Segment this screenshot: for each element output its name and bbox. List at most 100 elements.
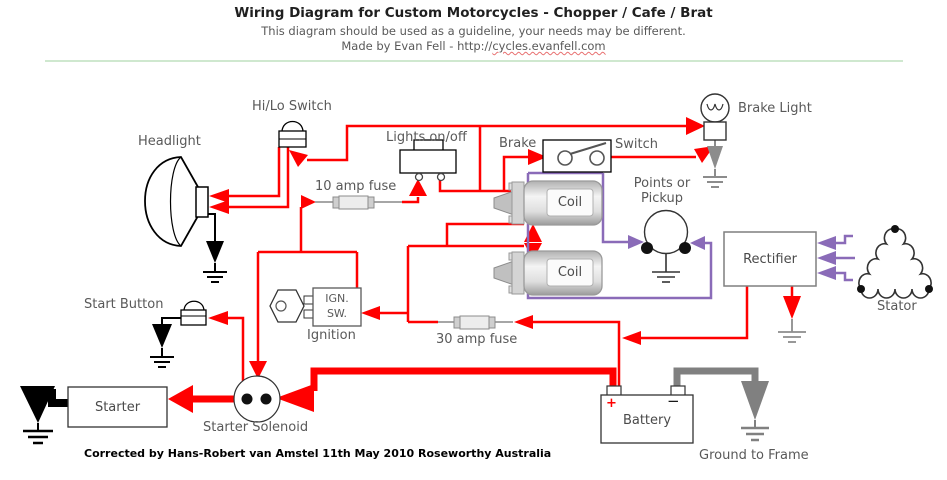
arrow-to-fuse10 xyxy=(301,195,316,209)
start-button-icon xyxy=(180,300,207,326)
frame-ground xyxy=(673,367,769,442)
ignition-label: Ignition xyxy=(307,328,356,343)
start-button-label: Start Button xyxy=(84,297,164,312)
arrow-to-hilo xyxy=(289,150,308,167)
battery-icon xyxy=(600,385,694,444)
arrow-to-rectifier-1 xyxy=(817,236,836,250)
arrow-to-solenoid xyxy=(276,384,314,412)
fuse-30amp-icon xyxy=(438,315,513,330)
starter-solenoid-icon xyxy=(233,375,281,423)
arrow-to-points-left xyxy=(628,235,644,249)
wire-headlight-lo xyxy=(229,147,290,209)
wire-rectifier-out xyxy=(641,286,749,340)
battery-label: Battery xyxy=(622,412,672,428)
ground-arrow-icon xyxy=(20,386,55,423)
ignition-switch-label: IGN. SW. xyxy=(313,291,361,321)
byline: Made by Evan Fell - http://cycles.evanfe… xyxy=(0,39,947,53)
wire-lights-return xyxy=(438,178,511,193)
fuse-10amp-icon xyxy=(315,195,402,210)
stator-icon xyxy=(857,225,933,299)
arrow-to-points-right xyxy=(690,236,705,250)
wire-stator-3 xyxy=(836,271,853,282)
rectifier-ground xyxy=(778,319,806,343)
points-terminal-left xyxy=(641,242,653,254)
rectifier-label: Rectifier xyxy=(743,251,797,267)
brake-switch-icon xyxy=(542,139,612,173)
start-button-ground xyxy=(150,317,186,368)
cable-battery-to-solenoid xyxy=(310,367,617,391)
ground-arrow-icon xyxy=(741,381,769,420)
points-ground xyxy=(652,254,680,283)
starter-label: Starter xyxy=(94,399,141,415)
lights-switch-label: Lights on/off xyxy=(386,130,467,145)
rectifier-box xyxy=(723,231,817,287)
solenoid-terminal-left xyxy=(241,393,253,405)
arrow-to-brake-switch xyxy=(528,149,547,165)
battery-cable-arrows xyxy=(168,384,314,413)
page-title: Wiring Diagram for Custom Motorcycles - … xyxy=(234,5,713,21)
arrow-rectifier-ground xyxy=(783,296,801,319)
arrow-to-headlight-lo xyxy=(209,200,229,214)
header-divider xyxy=(45,60,903,62)
headlight-icon xyxy=(144,156,209,247)
wire-headlight-hi xyxy=(229,147,281,198)
arrow-to-solenoid-trigger xyxy=(249,361,267,379)
coil-top-label: Coil xyxy=(557,195,583,210)
ground-to-frame-label: Ground to Frame xyxy=(699,448,809,463)
wire-coil-to-points-left xyxy=(601,173,628,244)
hilo-switch-icon xyxy=(278,120,307,148)
fuse30-label: 30 amp fuse xyxy=(436,332,518,347)
arrow-to-lights-switch xyxy=(409,179,427,196)
wire-coil-high xyxy=(445,222,524,246)
hilo-switch-label: Hi/Lo Switch xyxy=(252,99,332,114)
arrow-to-rectifier-2 xyxy=(817,251,836,265)
brake-light-icon xyxy=(700,93,730,141)
signal-wires xyxy=(526,171,855,300)
wire-brake-feed xyxy=(502,155,528,191)
coil-bottom-label: Coil xyxy=(557,265,583,280)
stator-label: Stator xyxy=(877,299,917,314)
headlight-label: Headlight xyxy=(138,134,201,149)
points-pickup-label: Points or Pickup xyxy=(627,176,697,206)
arrow-to-starter xyxy=(168,385,193,413)
wire-lighting-bus xyxy=(307,124,686,162)
points-label-line1: Points or xyxy=(633,176,691,191)
ground-arrow-icon xyxy=(206,241,224,263)
arrow-to-rectifier-3 xyxy=(817,266,836,280)
battery-plus-label: + xyxy=(606,396,617,411)
byline-text: Made by Evan Fell - http:// xyxy=(341,39,493,53)
arrow-to-coil-top xyxy=(524,224,542,242)
starter-box xyxy=(67,386,168,428)
battery-minus-label: − xyxy=(667,392,680,410)
wire-start-button xyxy=(228,316,245,381)
hot-wire-arrows xyxy=(208,117,801,379)
ignition-switch-icon xyxy=(269,287,362,327)
fuse10-label: 10 amp fuse xyxy=(315,179,397,194)
coil-top-icon xyxy=(493,180,603,226)
ign-label-line1: IGN. xyxy=(325,292,349,305)
arrow-to-ignition-switch xyxy=(361,306,380,320)
arrow-to-start-button xyxy=(208,311,228,325)
ground-arrow-icon xyxy=(152,324,172,348)
lights-switch-icon xyxy=(399,139,457,182)
ground-arrow-icon xyxy=(707,146,723,169)
brake-light-label: Brake Light xyxy=(738,101,812,116)
coil-bottom-icon xyxy=(493,250,603,296)
ign-label-line2: SW. xyxy=(326,307,348,320)
wire-fuse10-out xyxy=(402,197,420,204)
wire-stator-1 xyxy=(836,234,853,245)
byline-url[interactable]: cycles.evanfell.com xyxy=(492,39,606,53)
points-pickup-icon xyxy=(641,209,691,255)
page-subtitle: This diagram should be used as a guideli… xyxy=(261,24,686,38)
wire-battery-riser xyxy=(533,320,621,389)
signal-wire-arrows xyxy=(628,235,836,280)
correction-note: Corrected by Hans-Robert van Amstel 11th… xyxy=(84,447,552,460)
starter-solenoid-label: Starter Solenoid xyxy=(203,420,309,435)
arrow-to-headlight-hi xyxy=(209,189,229,203)
brake-label: Brake xyxy=(499,136,537,151)
brake-light-ground xyxy=(703,140,727,188)
solenoid-terminal-right xyxy=(260,393,272,405)
switch-label: Switch xyxy=(615,137,658,152)
